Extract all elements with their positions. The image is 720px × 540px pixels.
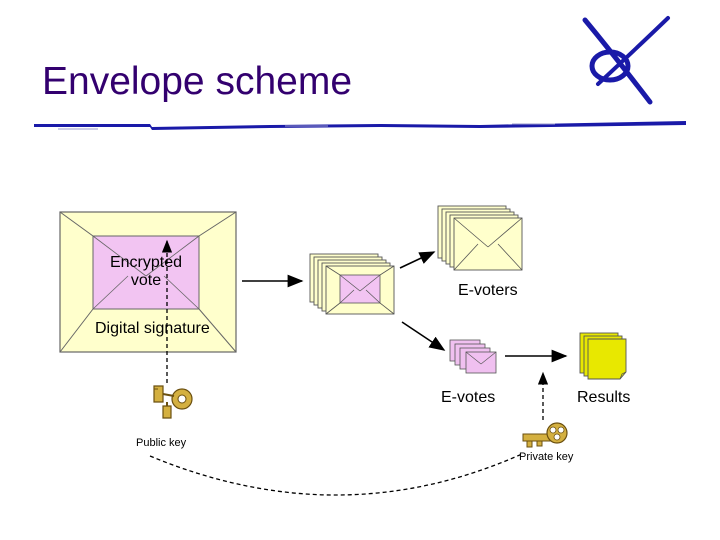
public-key-label: Public key: [136, 437, 187, 449]
results-label: Results: [577, 389, 631, 406]
envelope-icon: [339, 274, 381, 304]
key-icon: [153, 385, 193, 419]
envelope-stack: [309, 253, 395, 315]
key-pair-curve: [149, 453, 523, 496]
encrypted-vote-label: Encrypted vote: [93, 254, 199, 290]
e-voters-label: E-voters: [458, 282, 518, 299]
e-votes-label: E-votes: [441, 389, 496, 406]
e-voters-envelopes: [437, 205, 523, 271]
arrow-to-e-voters: [399, 251, 436, 269]
arrow-to-e-votes: [401, 321, 446, 351]
logo-icon: [582, 16, 670, 105]
results-stack: [579, 332, 627, 380]
key-icon: [522, 422, 568, 448]
encrypted-label-line1: Encrypted: [109, 254, 183, 271]
title-rule: [34, 121, 686, 130]
encrypted-label-line2: vote: [130, 272, 162, 289]
digital-signature-label: Digital signature: [95, 320, 210, 337]
e-votes-stack: [449, 339, 497, 374]
private-key-label: Private key: [519, 451, 574, 463]
slide-title: Envelope scheme: [42, 60, 353, 103]
encrypted-vote-envelope: [92, 235, 200, 310]
